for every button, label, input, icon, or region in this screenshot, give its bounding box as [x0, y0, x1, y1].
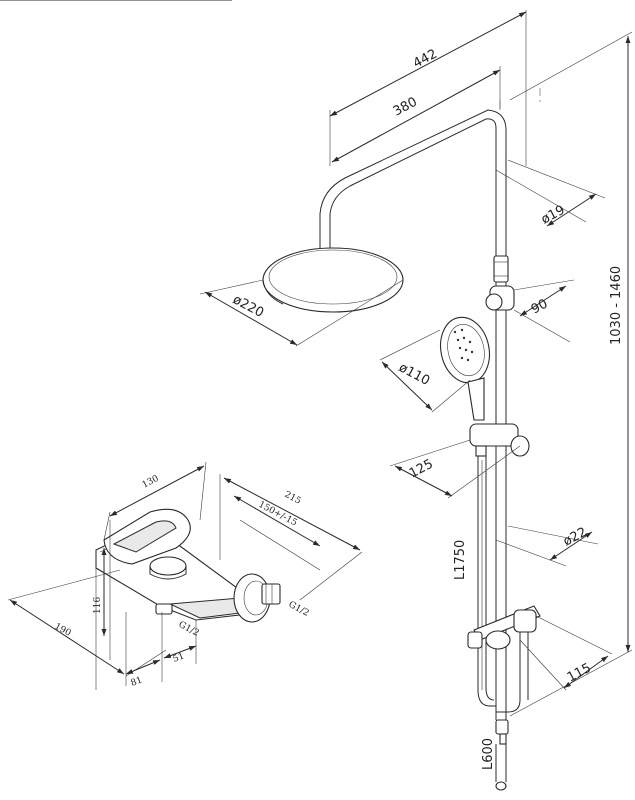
upper-holder — [485, 285, 515, 311]
dim-d19: ø19 — [539, 203, 568, 228]
slide-holder — [469, 423, 530, 457]
dim-81: 81 — [130, 676, 144, 689]
overhead-arm — [329, 118, 497, 256]
column-dimensions: 442 380 ø19 1030 - 1460 ø220 90 ø110 — [199, 10, 633, 770]
riser-pipe — [493, 255, 509, 720]
hand-shower — [439, 316, 491, 421]
dim-442: 442 — [411, 47, 440, 72]
dim-190: 190 — [53, 622, 73, 639]
dim-215: 215 — [283, 490, 303, 507]
dim-115: 115 — [565, 661, 594, 686]
dim-d110: ø110 — [396, 360, 432, 389]
dim-l1750: L1750 — [453, 540, 468, 580]
dim-1030-1460: 1030 - 1460 — [609, 266, 624, 345]
rain-shower-head — [262, 247, 404, 313]
dim-90: 90 — [529, 297, 551, 318]
label-g12-bottom: G1/2 — [177, 620, 201, 639]
shower-mixer — [95, 508, 281, 623]
dim-125: 125 — [407, 457, 436, 482]
dim-l600: L600 — [481, 738, 496, 770]
eccentric-right — [233, 573, 281, 623]
dim-51: 51 — [172, 652, 186, 665]
shower-column — [262, 109, 541, 791]
dim-d22: ø22 — [561, 525, 590, 550]
shower-hose — [477, 456, 496, 707]
label-g12-right: G1/2 — [287, 600, 311, 619]
dim-116: 116 — [93, 597, 103, 614]
dim-130: 130 — [141, 474, 161, 491]
lower-holder — [467, 605, 541, 713]
